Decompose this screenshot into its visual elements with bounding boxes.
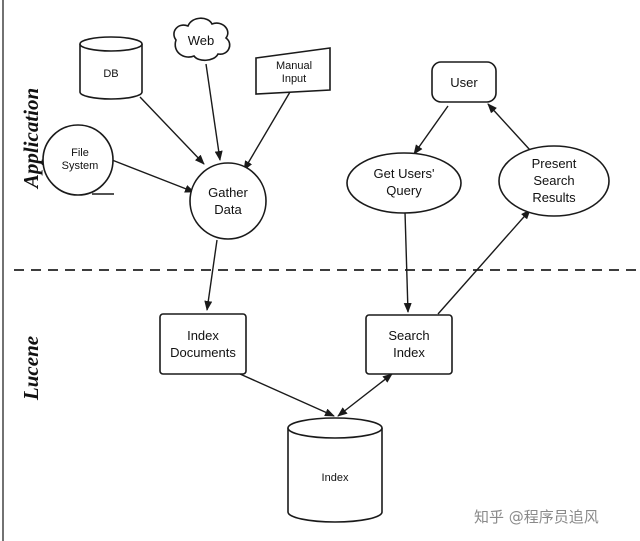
lane-label-lucene: Lucene xyxy=(19,336,43,401)
node-present-results-line2: Search xyxy=(533,173,574,188)
edge-filesystem-to-gather xyxy=(111,159,195,193)
node-gather-data: Gather Data xyxy=(189,162,267,240)
node-index-documents: Index Documents xyxy=(159,313,247,375)
edges xyxy=(111,63,531,417)
node-index: Index xyxy=(287,417,383,523)
edge-searchindex-to-results xyxy=(437,209,531,315)
node-db-label: DB xyxy=(103,68,118,80)
edge-web-to-gather xyxy=(205,63,223,161)
node-get-query-line1: Get Users' xyxy=(374,166,435,181)
node-manual-input-line2: Input xyxy=(282,73,306,85)
node-gather-data-line2: Data xyxy=(214,202,242,217)
node-get-query: Get Users' Query xyxy=(346,152,462,214)
node-file-system-line1: File xyxy=(71,147,89,159)
node-manual-input-line1: Manual xyxy=(276,60,312,72)
node-search-index: Search Index xyxy=(365,314,453,375)
edge-results-to-user xyxy=(487,103,531,151)
node-file-system-line2: System xyxy=(62,160,99,172)
watermark-text: 知乎 @程序员追风 xyxy=(474,508,599,526)
node-web-label: Web xyxy=(188,33,215,48)
node-present-results: Present Search Results xyxy=(498,145,610,217)
node-present-results-line3: Results xyxy=(532,190,576,205)
node-present-results-line1: Present xyxy=(532,156,577,171)
edge-query-to-searchindex xyxy=(403,211,412,313)
edge-indexdocs-to-index xyxy=(239,373,335,417)
edge-manual-to-gather xyxy=(243,91,291,171)
edge-searchindex-index-bidirectional xyxy=(337,373,393,417)
edge-db-to-gather xyxy=(139,96,205,165)
edge-gather-to-indexdocs xyxy=(204,239,218,311)
node-gather-data-line1: Gather xyxy=(208,185,248,200)
node-manual-input: Manual Input xyxy=(255,47,331,95)
edge-user-to-query xyxy=(413,105,449,155)
node-web: Web xyxy=(173,17,231,62)
node-get-query-line2: Query xyxy=(386,183,422,198)
node-search-index-line1: Search xyxy=(388,328,429,343)
node-index-documents-line2: Documents xyxy=(170,345,236,360)
node-db: DB xyxy=(79,36,143,100)
node-index-label: Index xyxy=(322,472,349,484)
lane-label-application: Application xyxy=(19,88,43,190)
node-user-label: User xyxy=(450,75,478,90)
node-index-documents-line1: Index xyxy=(187,328,219,343)
node-user: User xyxy=(431,61,497,103)
node-file-system: File System xyxy=(42,124,114,196)
node-search-index-line2: Index xyxy=(393,345,425,360)
